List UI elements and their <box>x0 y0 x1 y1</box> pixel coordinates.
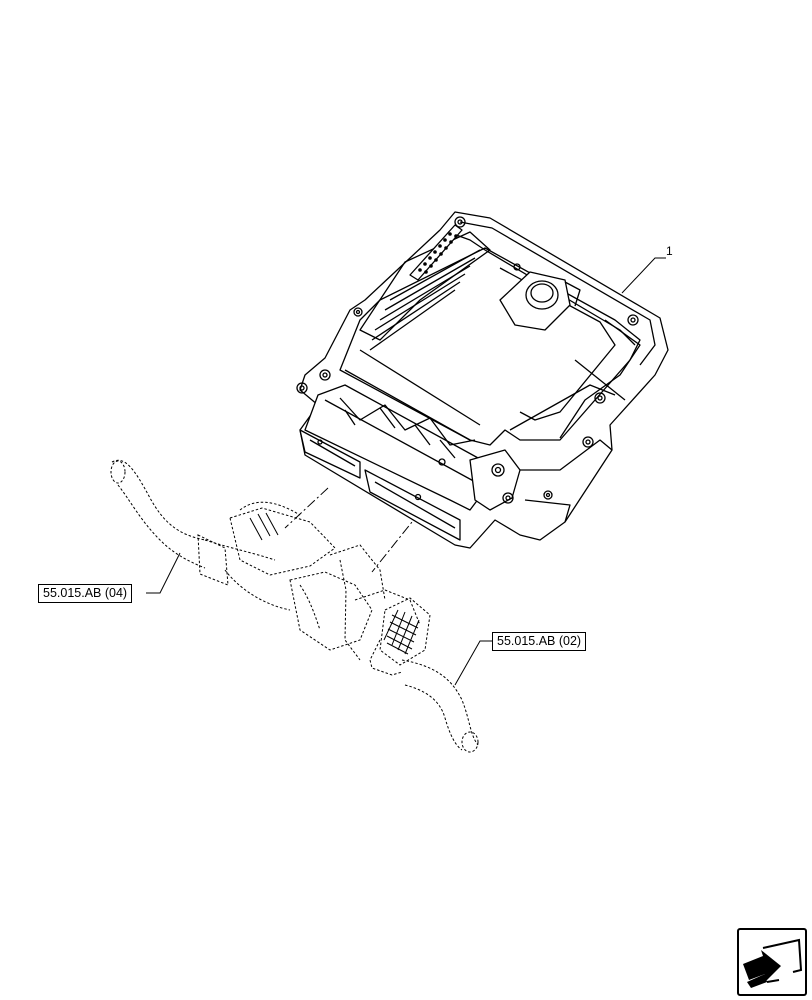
navigation-button[interactable] <box>737 928 807 996</box>
item-number-label: 1 <box>666 244 673 258</box>
pin-header-holes <box>418 232 458 274</box>
reference-callout-left[interactable]: 55.015.AB (04) <box>38 584 133 603</box>
wiring-harness <box>110 459 479 753</box>
arrow-navigation-icon <box>743 938 803 988</box>
reference-callout-right[interactable]: 55.015.AB (02) <box>492 632 587 651</box>
alignment-lines <box>284 487 421 573</box>
control-unit <box>296 211 669 549</box>
harness-connector-hatch <box>249 512 420 655</box>
mounting-holes <box>296 216 639 504</box>
leader-lines <box>146 257 666 686</box>
